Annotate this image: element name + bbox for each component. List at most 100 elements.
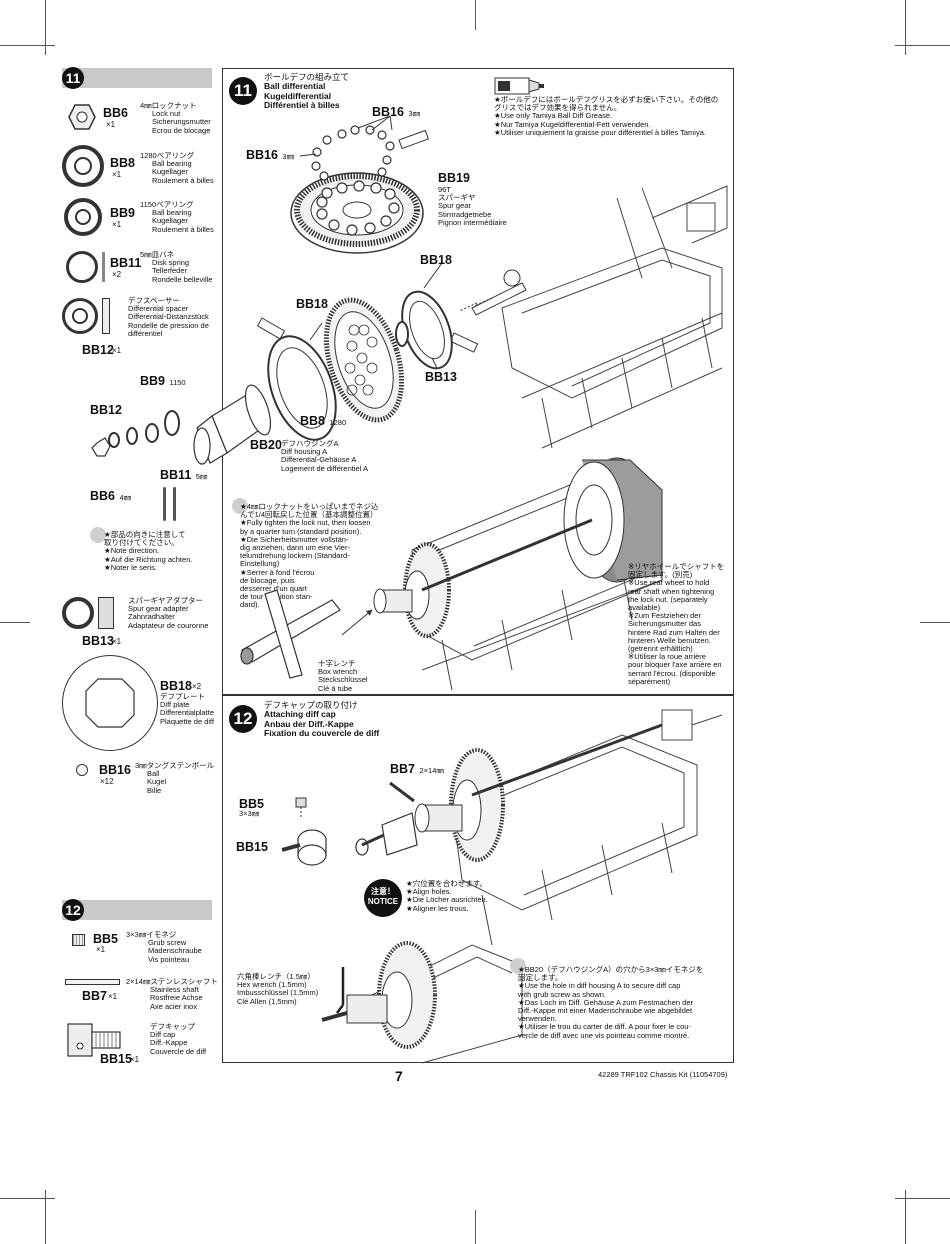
part-code: BB16 [99,763,131,777]
note-marker [510,958,526,974]
step-badge-12: 12 [229,705,257,733]
spur-gear-top [290,172,424,254]
part-qty: ×1 [108,992,118,1001]
diff-spacer-bore [72,308,88,324]
direction-note: ★部品の向きに注意して 取り付けてください。 ★Note direction. … [104,530,193,572]
locknut-tightening-diagram [240,457,663,691]
crop-mark [905,1190,906,1244]
diff-spacer-side [102,298,110,334]
label-bb20: BB20 [250,438,282,452]
housing-note: ★BB20（デフハウジングA）の穴から3×3㎜イモネジを 固定します。 ★Use… [518,965,704,1040]
part-code: BB12 [82,343,114,357]
part-desc: 3㎜タングステンボール Ball Kugel Bille [135,761,215,795]
bearing-bore [74,157,92,175]
bearing-bore [75,209,91,225]
part-qty: ×1 [112,220,122,229]
step-11-frame [222,68,734,695]
part-code: BB5 [93,932,119,946]
step-12-title: デフキャップの取り付け Attaching diff cap Anbau der… [264,700,380,739]
label-bb12: BB12 [90,403,122,417]
grease-note: ★ボールデフにはボールデフグリスを必ずお使い下さい。その他の グリスではデフ効果… [494,95,719,137]
parts-step-badge-11: 11 [62,67,84,89]
gear-adapter-side [98,597,114,629]
diff-cap-assembly-diagram [281,709,723,1064]
part-code: BB9 [110,206,136,220]
label-bb11: BB11 5㎜ [160,468,208,482]
parts-step-badge-12: 12 [62,899,84,921]
part-code: BB6 [103,106,129,120]
kit-name: 42289 TRF102 Chassis Kit (11054709) [598,1070,728,1079]
label-bb18-right: BB18 [420,253,452,267]
label-bb7: BB7 2×14㎜ [390,762,444,776]
label-bb5: BB5 [239,797,265,811]
part-desc: 1280ベアリング Ball bearing Kugellager Roulem… [140,151,214,185]
diff-plate-icon [62,655,158,751]
note-marker [232,498,248,514]
disk-spring-side-view [163,487,166,521]
label-bb15: BB15 [236,840,268,854]
bearing-icon [64,198,102,236]
part-desc: デフプレート Diff plate Differentialplatte Pla… [160,692,215,726]
label-bb16-top: BB16 3㎜ [372,105,421,119]
gear-adapter-icon [62,597,94,629]
disk-spring-side [102,252,105,282]
crop-mark [920,622,950,623]
label-bb9: BB9 1150 [140,374,186,388]
grub-screw-icon [72,934,85,946]
part-code: BB13 [82,634,114,648]
part-desc: 1150ベアリング Ball bearing Kugellager Roulem… [140,200,214,234]
note-marker [90,527,106,543]
label-bb6: BB6 4㎜ [90,489,132,503]
crop-mark [45,0,46,55]
label-bb19: BB19 [438,171,470,185]
part-qty: ×1 [112,346,122,355]
disk-spring-side-view [173,487,176,521]
bb20-desc: デフハウジングA Diff housing A Differential-Geh… [281,439,369,473]
crop-mark [0,45,55,46]
part-qty: ×1 [112,170,122,179]
bb19-desc: 96T スパーギヤ Spur gear Stirnradgetriebe Pig… [438,185,507,227]
disk-spring-icon [66,251,98,283]
part-code: BB15 [100,1052,132,1066]
label-bb5-size: 3×3㎜ [239,809,260,818]
grease-tube-icon [494,77,544,95]
ball-icon [76,764,88,776]
part-desc: 2×14㎜ステンレスシャフト Stainless shaft Rostfreie… [126,977,218,1011]
part-code: BB11 [110,256,142,270]
part-qty: ×2 [192,682,202,691]
label-bb13: BB13 [425,370,457,384]
diff-spacer-icon [62,298,98,334]
ball-diff-exploded-diagram [91,115,728,465]
crop-mark [475,0,476,30]
crop-mark [475,1210,476,1244]
part-desc: 3×3㎜イモネジ Grub screw Madenschraube Vis po… [126,930,202,964]
crop-mark [895,1198,950,1199]
parts-header-bar-12 [62,900,212,920]
part-code: BB18 [160,679,192,693]
parts-header-bar-11 [62,68,212,88]
crop-mark [0,622,30,623]
page-number: 7 [395,1068,403,1084]
part-desc: 4㎜ロックナット Lock nut Sicherungsmutter Ecrou… [140,101,211,135]
hex-wrench-label: 六角棒レンチ（1.5㎜） Hex wrench (1.5mm) Imbussch… [237,972,319,1006]
crop-mark [905,0,906,55]
stainless-shaft-icon [65,979,120,985]
diff-plate-hole [85,678,135,728]
label-bb16-left: BB16 3㎜ [246,148,295,162]
step-12-frame [222,695,734,1063]
part-code: BB8 [110,156,136,170]
box-wrench-label: 十字レンチ Box wrench Steckschlüssel Clé à tu… [318,659,368,693]
notice-badge: 注意！ NOTICE [364,879,402,917]
label-bb8: BB8 1280 [300,414,347,428]
lock-nut-icon [68,104,96,130]
crop-mark [45,1190,46,1244]
crop-mark [0,1198,55,1199]
part-qty: ×1 [112,637,122,646]
part-qty: ×1 [130,1055,140,1064]
diff-cap-icon [67,1023,121,1057]
part-qty: ×2 [112,270,122,279]
part-code: BB7 [82,989,108,1003]
label-bb18-left: BB18 [296,297,328,311]
part-qty: ×1 [96,945,106,954]
part-qty: ×1 [106,120,116,129]
